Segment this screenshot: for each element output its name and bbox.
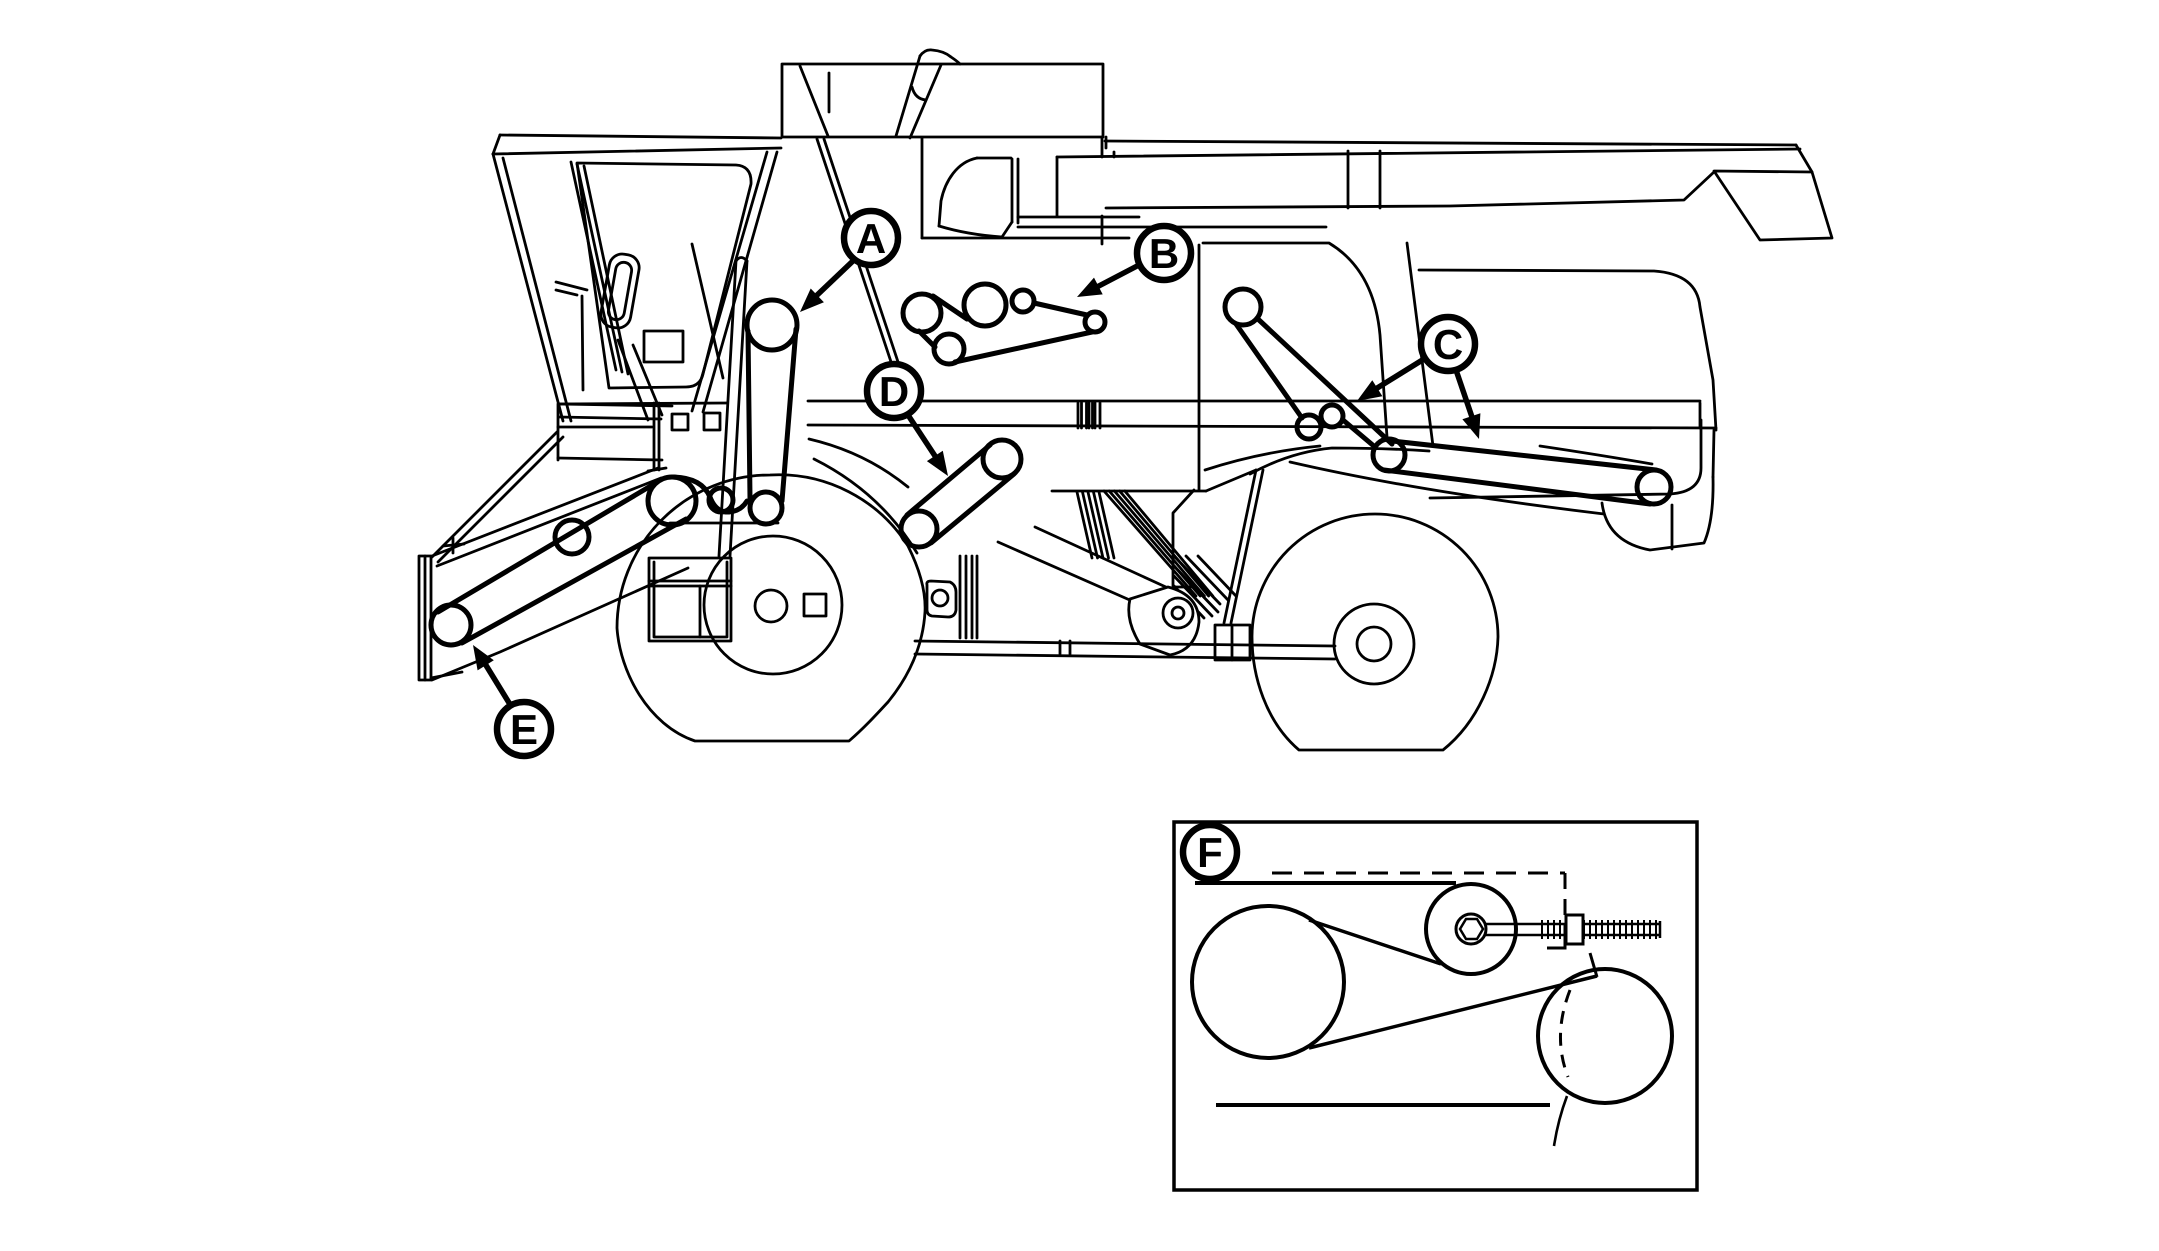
svg-text:A: A xyxy=(856,215,886,262)
svg-text:C: C xyxy=(1433,321,1463,368)
svg-text:D: D xyxy=(879,368,909,415)
svg-text:B: B xyxy=(1149,230,1179,277)
svg-text:E: E xyxy=(510,706,538,753)
svg-text:F: F xyxy=(1197,829,1223,876)
